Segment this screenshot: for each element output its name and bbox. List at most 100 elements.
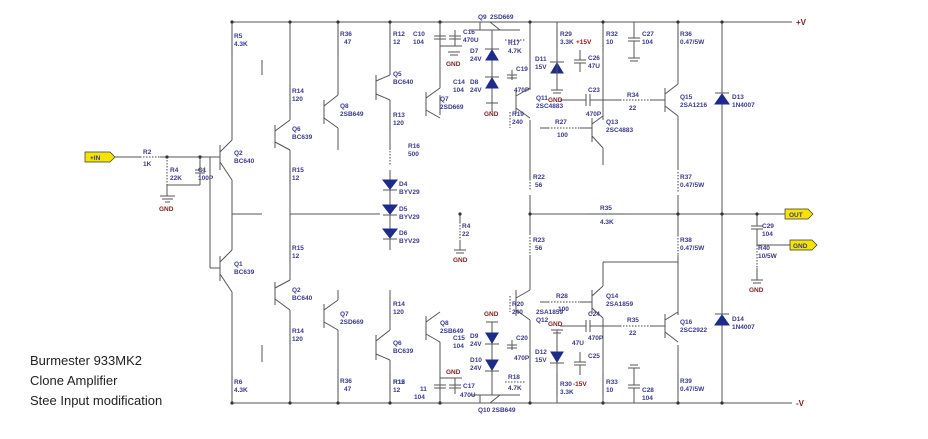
d13-diode-icon	[714, 93, 730, 105]
c16-value: 470U	[463, 37, 479, 44]
r19-label: R19	[512, 111, 524, 118]
d14-label: D14	[732, 316, 744, 323]
c23-label: C23	[588, 87, 600, 94]
d10-zener-icon	[485, 359, 499, 371]
r22-label: R22	[533, 174, 545, 181]
c1-value: 100P	[198, 175, 214, 182]
r35-value: 4.3K	[600, 219, 614, 226]
q2b-label: Q2	[292, 287, 301, 294]
rail-neg-label: -V	[796, 399, 805, 408]
r14a-value: 120	[292, 96, 303, 103]
c1-label: C1	[198, 167, 207, 174]
c11-label: 11	[420, 386, 427, 393]
q9-label: Q9	[478, 14, 487, 21]
d13-label: D13	[732, 94, 744, 101]
r37-label: R37	[680, 174, 692, 181]
q6a-label: Q6	[292, 126, 301, 133]
rail-pos-label: +V	[796, 18, 807, 27]
r17-label: R17	[508, 40, 520, 47]
c27-value: 104	[642, 39, 653, 46]
output-port[interactable]: OUT	[784, 208, 814, 220]
r16-value: 500	[408, 151, 419, 158]
q8b-label: Q8	[440, 320, 449, 327]
d4-diode-icon	[381, 179, 399, 190]
d10-value: 24V	[470, 365, 482, 372]
r29-label: R29	[560, 31, 572, 38]
gnd-label-mid: GND	[453, 257, 468, 264]
c20-value: 470P	[514, 355, 530, 362]
r29-value: 3.3K	[560, 39, 574, 46]
r15b-label: R15	[292, 245, 304, 252]
c25-value: 47U	[572, 340, 584, 347]
gnd-label-zobel: GND	[749, 287, 764, 294]
r5-value: 4.3K	[234, 41, 248, 48]
gnd-label-d11: GND	[548, 97, 563, 104]
r6-value: 4.3K	[234, 387, 248, 394]
c19-label: C19	[516, 66, 528, 73]
d5-value: BYV29	[399, 214, 420, 221]
d4-label: D4	[399, 181, 408, 188]
r12a-value: 12	[393, 39, 401, 46]
input-port[interactable]: +IN	[84, 151, 116, 163]
d9-label: D9	[470, 333, 479, 340]
r14a-label: R14	[292, 88, 304, 95]
q7b-label: Q7	[340, 311, 349, 318]
r30-label: R30	[560, 381, 572, 388]
c28-label: C28	[642, 387, 654, 394]
d5-label: D5	[399, 206, 408, 213]
r6-label: R6	[234, 379, 243, 386]
r14b-value: 120	[292, 336, 303, 343]
q9-value: 2SD669	[490, 14, 514, 21]
gnd-label-c17: GND	[446, 369, 461, 376]
r2-value: 1K	[143, 161, 152, 168]
svg-text:OUT: OUT	[789, 212, 803, 219]
q10-label: Q10	[478, 407, 491, 414]
d12-zener-icon	[550, 351, 564, 363]
q10-value: 2SB649	[492, 407, 516, 414]
d8-zener-icon	[485, 77, 499, 89]
c26-label: C26	[588, 55, 600, 62]
q13-label: Q13	[606, 119, 619, 126]
svg-text:GND: GND	[793, 243, 808, 250]
r14c-value: 120	[393, 309, 404, 316]
q13-value: 2SC4883	[606, 127, 633, 134]
gnd-label-d12: GND	[548, 321, 563, 328]
q1a-value: BC639	[234, 269, 255, 276]
q2a-value: BC640	[234, 158, 255, 165]
r14c-label: R14	[393, 301, 405, 308]
r37-value: 0.47/5W	[680, 182, 705, 189]
r34-label: R34	[627, 92, 639, 99]
r27-label: R27	[555, 119, 567, 126]
c20-label: C20	[516, 335, 528, 342]
q7a-value: 2SD669	[440, 104, 464, 111]
gnd-port[interactable]: GND	[789, 239, 818, 251]
r38-value: 0.47/5W	[680, 245, 705, 252]
d7-label: D7	[470, 48, 479, 55]
c28-value: 104	[642, 395, 653, 402]
q8a-label: Q8	[340, 103, 349, 110]
c11-value: 104	[414, 394, 425, 401]
c15-value: 104	[453, 343, 464, 350]
r12b-label: R12	[393, 379, 405, 386]
q11-label: Q11	[536, 95, 548, 102]
r36b-label: R36	[340, 378, 352, 385]
c10-value: 104	[413, 39, 424, 46]
c29-value: 104	[762, 231, 773, 238]
q16-label: Q16	[680, 319, 693, 326]
r36c-label: R36	[680, 31, 692, 38]
r16-label: R16	[408, 143, 420, 150]
c23-value: 470P	[586, 111, 602, 118]
d7-zener-icon	[485, 49, 499, 61]
r32-label: R32	[606, 31, 618, 38]
d11-label: D11	[535, 56, 547, 63]
r13-label: R13	[393, 112, 405, 119]
r2-label: R2	[143, 149, 152, 156]
q6b-label: Q6	[393, 340, 402, 347]
q12-label: Q12	[536, 317, 549, 324]
note-subtitle: Clone Amplifier	[30, 373, 118, 388]
r19-value: 240	[512, 119, 523, 126]
r28-value: 100	[558, 306, 569, 313]
r18-value: 4.7K	[508, 385, 522, 392]
gnd-label-d9: GND	[484, 311, 499, 318]
